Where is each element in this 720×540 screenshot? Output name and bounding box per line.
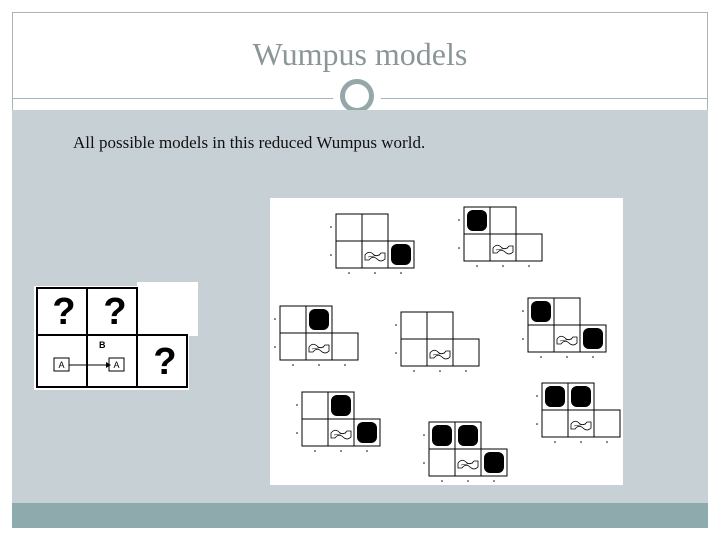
model-6 — [295, 391, 381, 453]
models-diagram — [273, 206, 621, 483]
model-8 — [422, 421, 508, 483]
model-2 — [457, 206, 543, 268]
breeze-label: B — [99, 340, 106, 350]
question-mark-3-1: ? — [153, 341, 176, 383]
model-1 — [329, 213, 415, 275]
grid-cell-3-1 — [136, 334, 188, 388]
model-5 — [521, 297, 607, 359]
bottom-accent-bar — [12, 503, 708, 528]
arrow-head-icon — [106, 362, 111, 368]
grid-cell-2-2 — [86, 287, 138, 336]
question-mark-1-2: ? — [52, 291, 75, 333]
ring-ornament-icon — [340, 79, 374, 113]
model-7 — [535, 382, 621, 444]
grid-cell-1-2 — [36, 287, 88, 336]
agent-label-start: A — [58, 360, 64, 370]
body-text: All possible models in this reduced Wump… — [73, 133, 426, 152]
question-mark-2-2: ? — [103, 291, 126, 333]
reduced-wumpus-grid: ? ? ? B A A — [34, 286, 189, 390]
model-4 — [394, 311, 480, 373]
model-3 — [273, 305, 359, 367]
agent-label-end: A — [113, 360, 119, 370]
slide-title: Wumpus models — [252, 36, 468, 72]
